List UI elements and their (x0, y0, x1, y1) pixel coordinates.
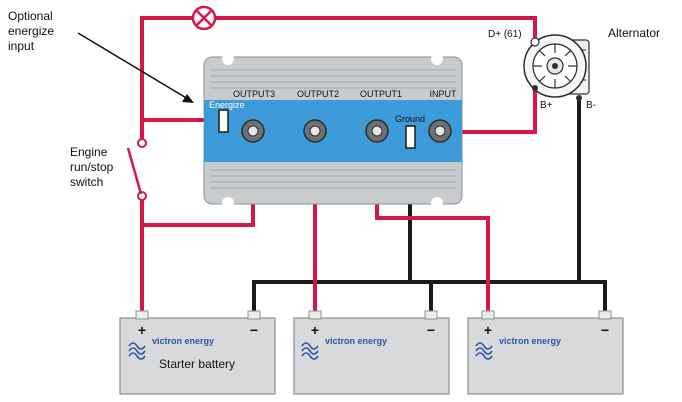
ground-label: Ground (395, 114, 425, 124)
output3-stud (241, 119, 265, 143)
output1-stud (365, 119, 389, 143)
battery-house-2-minus: − (601, 322, 609, 338)
engine-switch-icon (126, 138, 148, 201)
battery-starter-minus: − (250, 322, 258, 338)
output2-label: OUTPUT2 (297, 89, 339, 99)
alternator-label: Alternator (608, 26, 660, 40)
b-minus-label: B- (586, 100, 596, 111)
battery-house-1-minus: − (427, 322, 435, 338)
battery-starter-caption: Starter battery (159, 357, 235, 371)
battery-starter-plus: + (138, 322, 146, 338)
battery-house-2-brand: victron energy (499, 336, 561, 346)
alternator-icon (523, 34, 590, 101)
victron-logo-icon (128, 342, 146, 360)
energize-loop-wire (140, 16, 537, 140)
optional-energize-label-3: input (8, 39, 35, 53)
energize-terminal (218, 109, 229, 133)
input-label: INPUT (430, 89, 458, 99)
engine-switch-label-2: run/stop (70, 160, 114, 174)
b-plus-label: B+ (540, 100, 553, 111)
output3-label: OUTPUT3 (233, 89, 275, 99)
battery-isolator: OUTPUT3 OUTPUT2 OUTPUT1 INPUT Energize G… (203, 53, 463, 209)
indicator-lamp-icon (191, 5, 217, 31)
energize-label: Energize (209, 100, 245, 110)
victron-logo-icon (475, 342, 493, 360)
engine-switch-label-3: switch (70, 175, 103, 189)
battery-starter-brand: victron energy (152, 336, 214, 346)
d-plus-label: D+ (61) (488, 29, 522, 40)
battery-house-1-brand: victron energy (325, 336, 387, 346)
battery-starter: + − victron energy Starter battery (119, 310, 276, 395)
optional-energize-label-2: energize (8, 24, 54, 38)
callout-arrow (77, 32, 194, 103)
battery-house-2-plus: + (484, 322, 492, 338)
ground-terminal (405, 125, 416, 149)
battery-house-2: + − victron energy (467, 310, 624, 395)
input-stud (428, 119, 452, 143)
output1-label: OUTPUT1 (360, 89, 402, 99)
engine-switch-label-1: Engine (70, 145, 108, 159)
positive-wiring (140, 16, 537, 316)
victron-logo-icon (301, 342, 319, 360)
battery-house-1-plus: + (311, 322, 319, 338)
battery-house-1: + − victron energy (293, 310, 450, 395)
input-wire (443, 88, 537, 134)
optional-energize-label-1: Optional (8, 9, 53, 23)
output2-stud (303, 119, 327, 143)
